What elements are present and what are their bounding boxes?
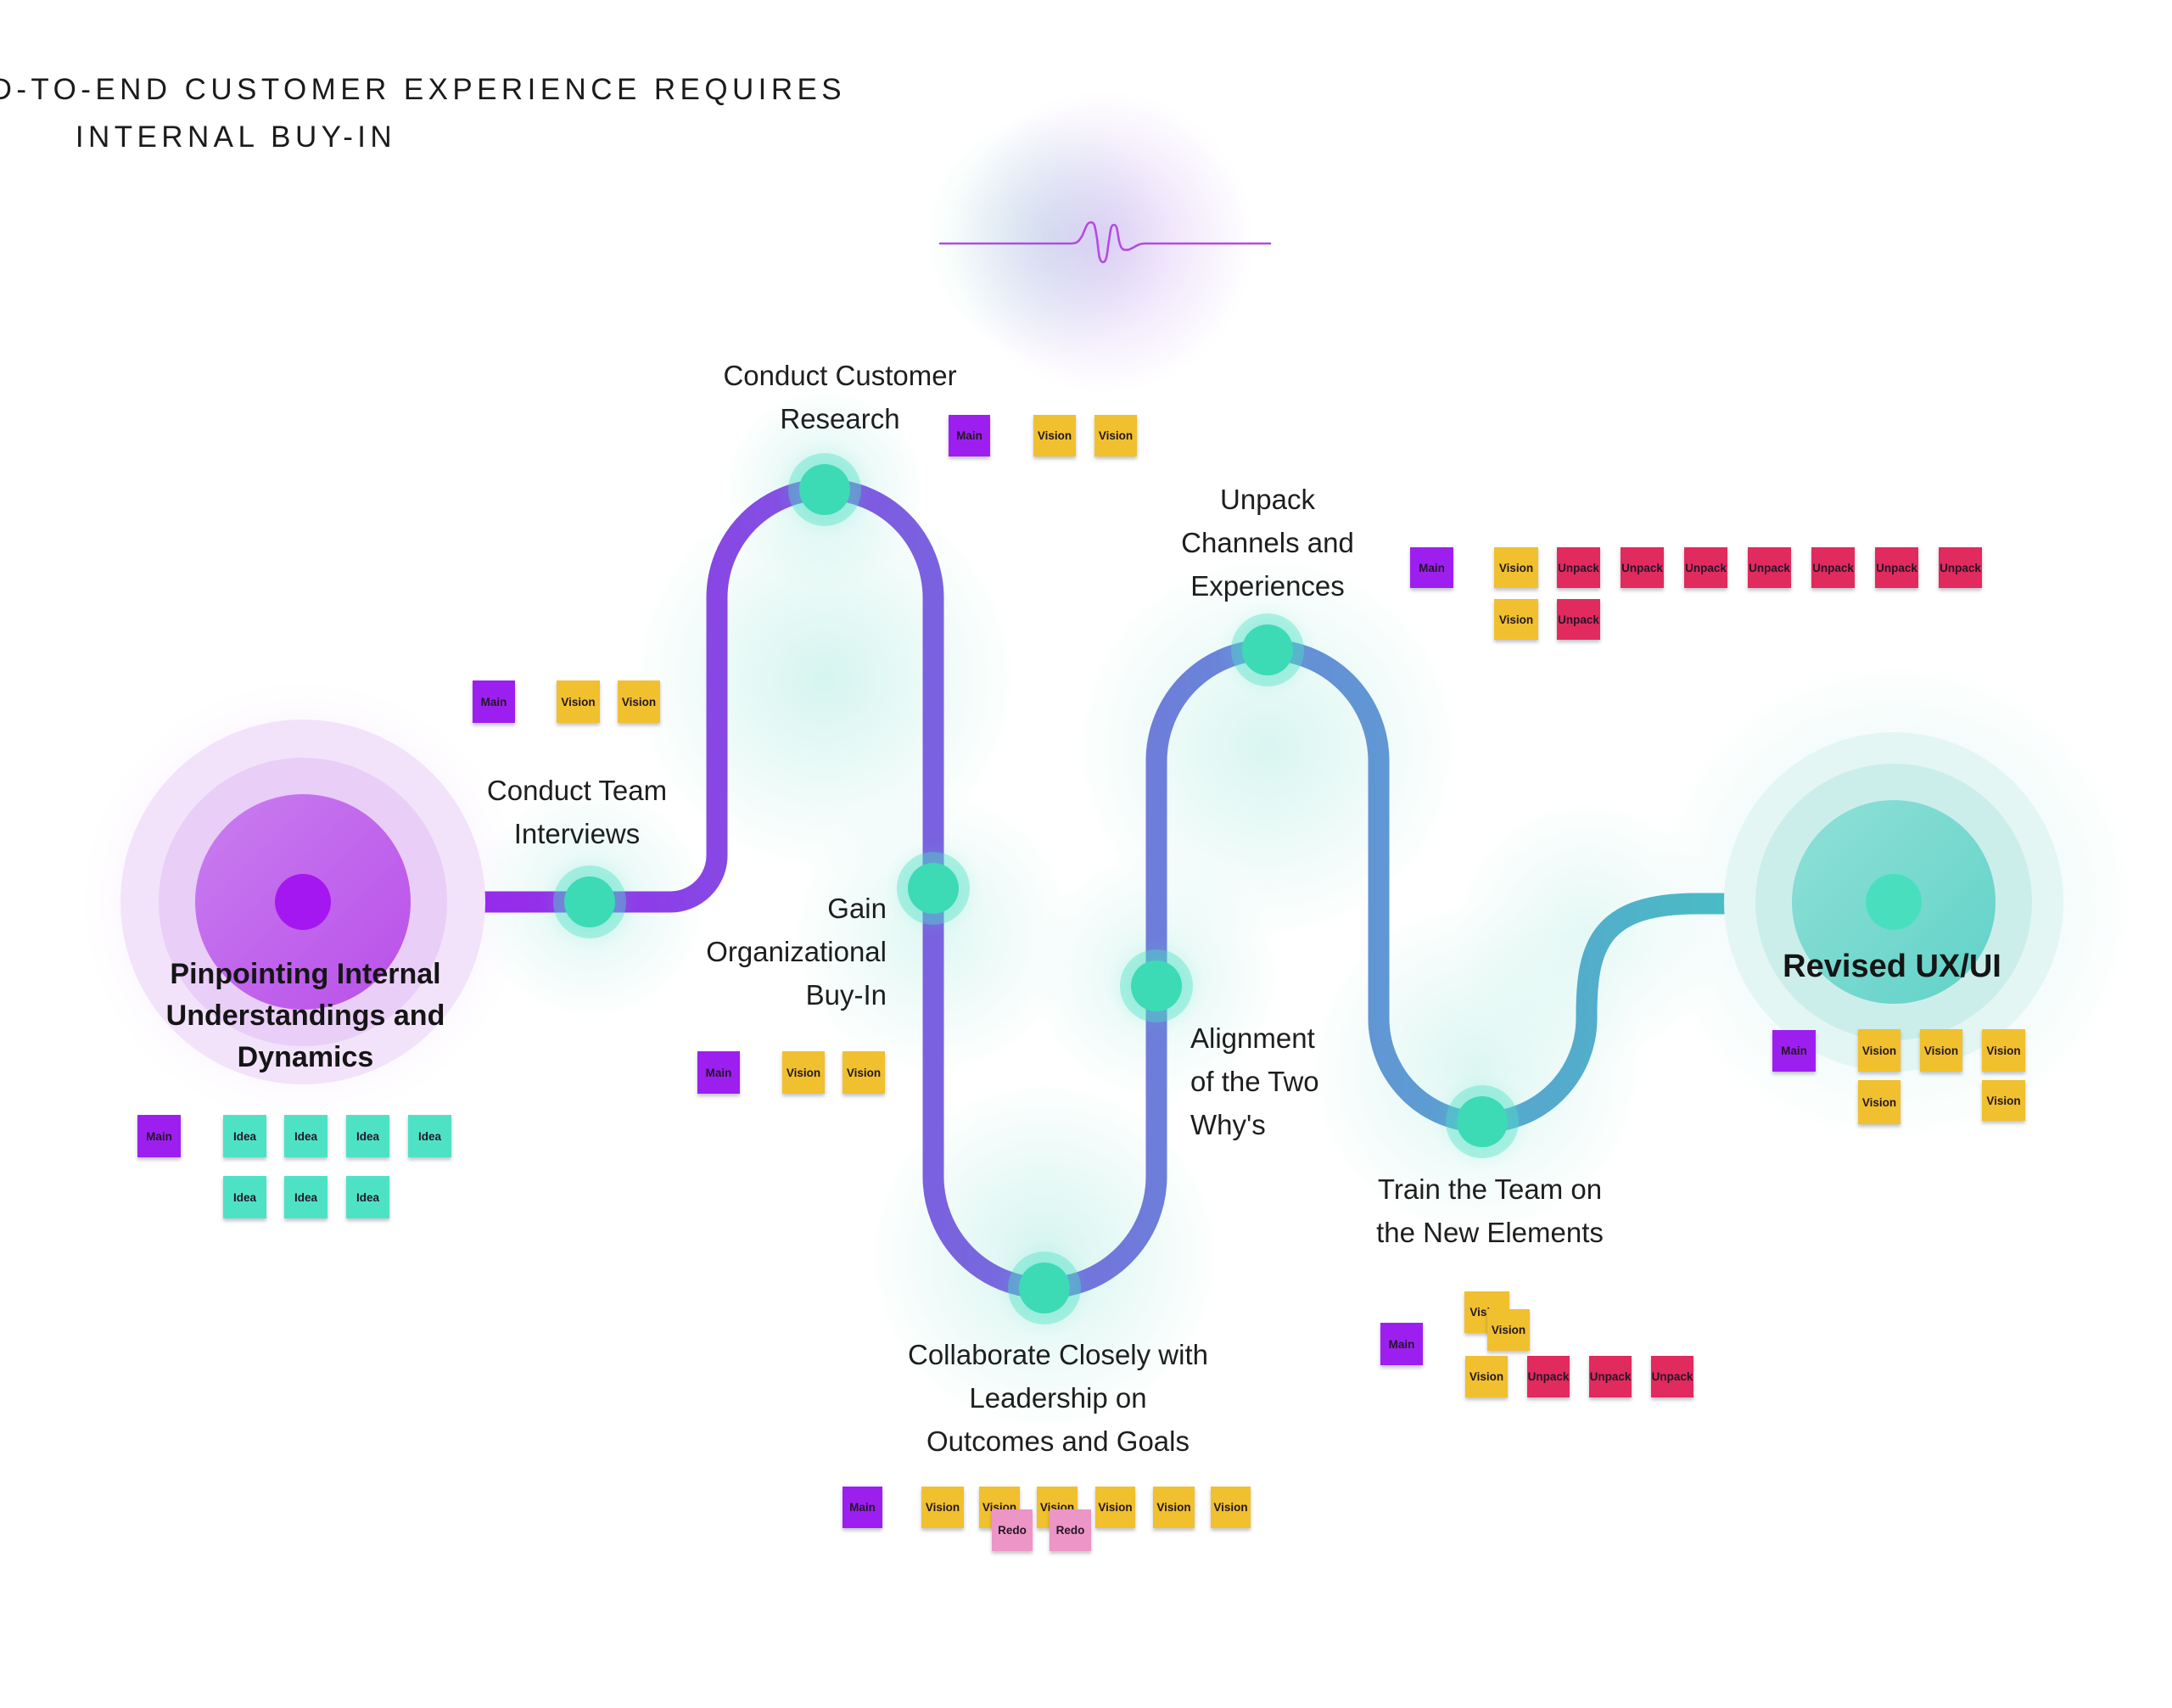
sticky-main[interactable]: Main: [1380, 1323, 1423, 1365]
step-label-alignment-of-the-two-whys-line: of the Two: [1190, 1066, 1319, 1097]
sticky-vision[interactable]: Vision: [1982, 1029, 2025, 1072]
milestone-label-pinpointing-internal-understandings-line: Pinpointing Internal: [170, 958, 441, 990]
node-conduct-team-interviews-core: [564, 876, 615, 927]
step-label-gain-organizational-buy-in-line: Organizational: [706, 936, 887, 967]
step-label-conduct-team-interviews-line: Conduct Team: [486, 775, 668, 806]
milestone-label-revised-ux-ui: Revised UX/UI: [1783, 947, 2001, 986]
sticky-unpack[interactable]: Unpack: [1589, 1356, 1632, 1397]
step-label-conduct-team-interviews-line: Interviews: [513, 818, 641, 849]
sticky-vision[interactable]: Vision: [1095, 1487, 1135, 1528]
sticky-idea[interactable]: Idea: [408, 1115, 451, 1157]
step-label-collaborate-closely-with-leadership-line: Outcomes and Goals: [926, 1425, 1190, 1457]
step-label-conduct-customer-research-line: Conduct Customer: [723, 360, 957, 391]
sticky-redo[interactable]: Redo: [1050, 1509, 1091, 1551]
step-label-unpack-channels-and-experiences-line: Unpack: [1220, 484, 1315, 515]
sticky-vision[interactable]: Vision: [1920, 1029, 1962, 1072]
sticky-vision[interactable]: Vision: [1033, 415, 1076, 456]
node-conduct-customer-research-core: [799, 464, 850, 515]
page-title-line2: INTERNAL BUY-IN: [75, 120, 397, 154]
sticky-unpack[interactable]: Unpack: [1875, 547, 1918, 588]
page-title: UNPACKING THE END-TO-END CUSTOMER EXPERI…: [0, 66, 1127, 161]
sticky-unpack[interactable]: Unpack: [1651, 1356, 1693, 1397]
sticky-idea[interactable]: Idea: [284, 1176, 327, 1218]
step-label-train-the-team: Train the Team on the New Elements: [1376, 1168, 1604, 1254]
sticky-vision[interactable]: Vision: [1487, 1309, 1530, 1351]
sticky-vision[interactable]: Vision: [1858, 1029, 1900, 1072]
sticky-main[interactable]: Main: [1410, 547, 1453, 588]
step-label-conduct-customer-research-line: Research: [780, 403, 900, 434]
sticky-vision[interactable]: Vision: [842, 1051, 885, 1094]
sticky-vision[interactable]: Vision: [1494, 547, 1538, 588]
sticky-vision[interactable]: Vision: [1858, 1080, 1900, 1124]
step-label-collaborate-closely-with-leadership-line: Collaborate Closely with: [908, 1339, 1208, 1370]
sticky-unpack[interactable]: Unpack: [1557, 547, 1600, 588]
sticky-main[interactable]: Main: [1772, 1030, 1816, 1072]
page-title-line1: UNPACKING THE END-TO-END CUSTOMER EXPERI…: [0, 73, 847, 106]
sticky-main[interactable]: Main: [842, 1487, 882, 1528]
node-collaborate-closely-with-leadership-core: [1019, 1263, 1070, 1313]
node-alignment-of-the-two-whys-core: [1131, 960, 1182, 1011]
sticky-vision[interactable]: Vision: [921, 1487, 964, 1528]
milestone-start-core: [275, 874, 331, 930]
sticky-idea[interactable]: Idea: [223, 1176, 266, 1218]
sticky-idea[interactable]: Idea: [284, 1115, 327, 1157]
milestone-end-core: [1866, 874, 1922, 930]
step-label-alignment-of-the-two-whys-line: Why's: [1190, 1109, 1266, 1140]
sticky-unpack[interactable]: Unpack: [1557, 599, 1600, 640]
sticky-vision[interactable]: Vision: [1982, 1080, 2025, 1121]
sticky-unpack[interactable]: Unpack: [1748, 547, 1791, 588]
milestone-label-pinpointing-internal-understandings-line: Dynamics: [237, 1041, 374, 1073]
sticky-idea[interactable]: Idea: [346, 1176, 389, 1218]
sticky-idea[interactable]: Idea: [346, 1115, 389, 1157]
sticky-vision[interactable]: Vision: [1094, 415, 1137, 456]
sticky-main[interactable]: Main: [137, 1115, 181, 1157]
sticky-main[interactable]: Main: [473, 680, 515, 723]
step-label-gain-organizational-buy-in-line: Buy-In: [805, 979, 887, 1011]
sticky-vision[interactable]: Vision: [1494, 599, 1538, 640]
sticky-vision[interactable]: Vision: [557, 680, 600, 723]
sticky-vision[interactable]: Vision: [618, 680, 660, 723]
step-label-alignment-of-the-two-whys-line: Alignment: [1190, 1022, 1315, 1054]
sticky-unpack[interactable]: Unpack: [1621, 547, 1664, 588]
sticky-idea[interactable]: Idea: [223, 1115, 266, 1157]
step-label-train-the-team-line: the New Elements: [1376, 1217, 1604, 1248]
milestone-label-revised-ux-ui-line: Revised UX/UI: [1783, 949, 2001, 984]
step-label-gain-organizational-buy-in-line: Gain: [827, 893, 887, 924]
step-label-train-the-team-line: Train the Team on: [1377, 1173, 1603, 1205]
step-label-unpack-channels-and-experiences-line: Experiences: [1190, 570, 1345, 602]
sticky-unpack[interactable]: Unpack: [1811, 547, 1855, 588]
sticky-unpack[interactable]: Unpack: [1939, 547, 1982, 588]
journey-path: [291, 479, 1907, 1299]
sticky-vision[interactable]: Vision: [1465, 1356, 1508, 1397]
sticky-unpack[interactable]: Unpack: [1684, 547, 1727, 588]
milestone-label-pinpointing-internal-understandings-line: Understandings and: [165, 1000, 445, 1032]
node-unpack-channels-and-experiences-core: [1242, 624, 1293, 675]
pulse-squiggle: [938, 221, 1272, 264]
sticky-vision[interactable]: Vision: [782, 1051, 825, 1094]
sticky-unpack[interactable]: Unpack: [1527, 1356, 1570, 1397]
step-label-unpack-channels-and-experiences-line: Channels and: [1181, 527, 1354, 558]
node-gain-organizational-buy-in-core: [908, 863, 959, 914]
node-train-the-team-core: [1457, 1096, 1508, 1147]
step-label-collaborate-closely-with-leadership-line: Leadership on: [969, 1382, 1147, 1414]
sticky-vision[interactable]: Vision: [1153, 1487, 1195, 1528]
sticky-vision[interactable]: Vision: [1211, 1487, 1251, 1528]
sticky-redo[interactable]: Redo: [992, 1509, 1033, 1551]
sticky-main[interactable]: Main: [949, 415, 990, 456]
sticky-main[interactable]: Main: [697, 1051, 740, 1094]
